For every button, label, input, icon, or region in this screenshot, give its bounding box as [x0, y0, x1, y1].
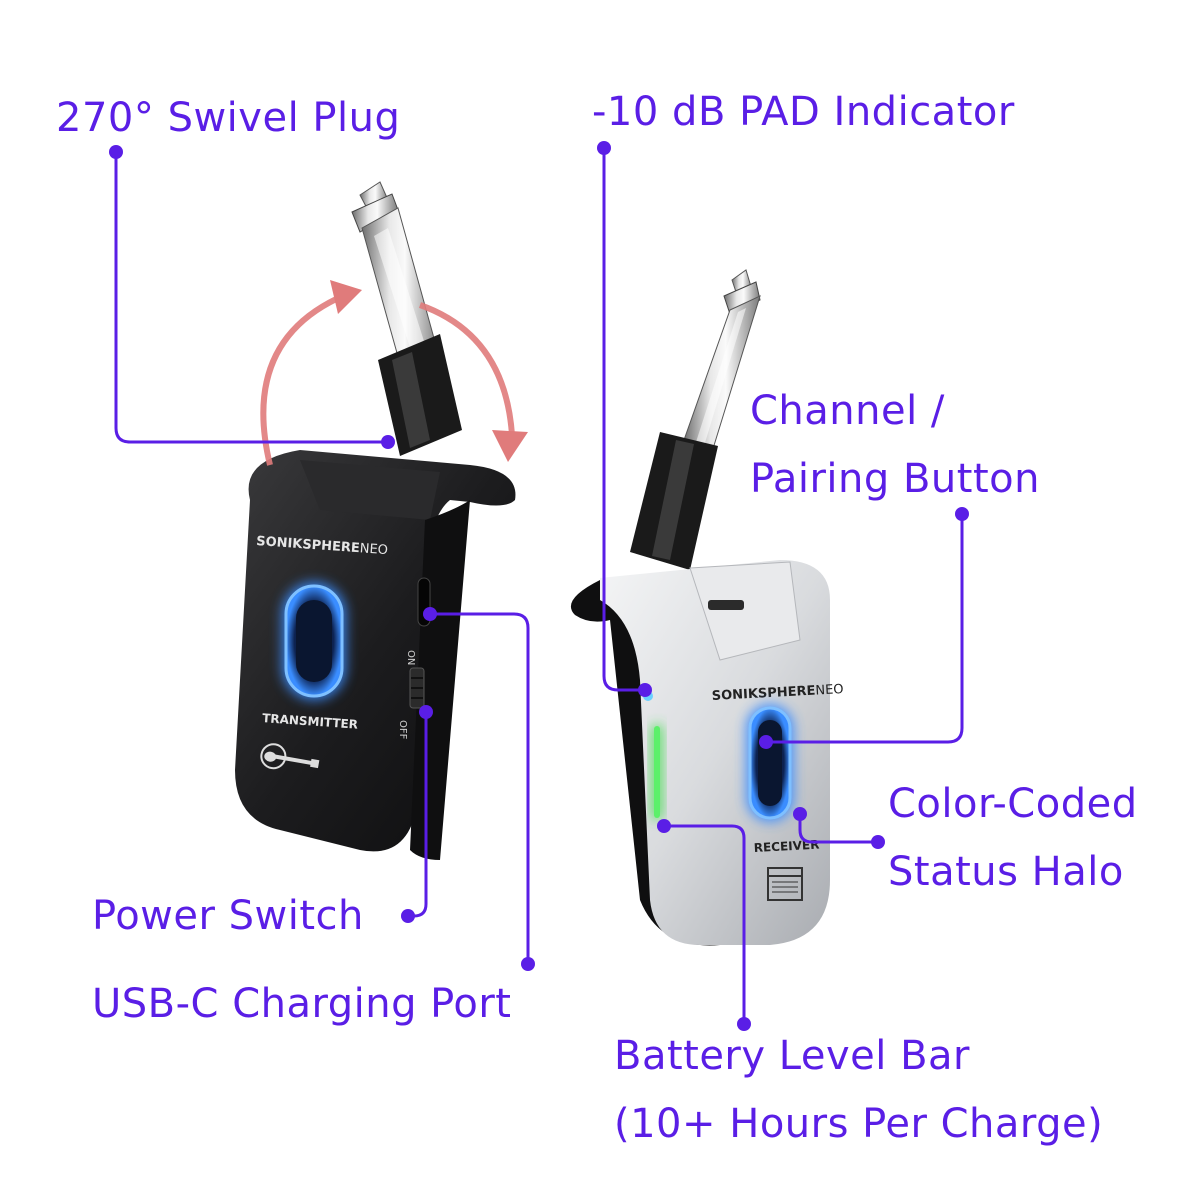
switch-off-label: OFF	[397, 720, 408, 740]
callout-usbc-port: USB-C Charging Port	[92, 970, 511, 1038]
leader-channel	[764, 512, 964, 744]
amplifier-icon	[767, 867, 803, 901]
transmitter-status-halo[interactable]	[282, 582, 346, 700]
transmitter-body	[235, 450, 516, 852]
leader-halo	[798, 812, 880, 844]
callout-power-switch: Power Switch	[92, 882, 364, 950]
leader-battery	[662, 824, 746, 1026]
receiver-brand-bold: SONIKSPHERE	[711, 684, 815, 704]
callout-status-halo-line2: Status Halo	[888, 849, 1124, 895]
transmitter-model-label: TRANSMITTER	[262, 711, 359, 732]
receiver-plug	[630, 269, 761, 570]
receiver-pairing-button[interactable]	[746, 704, 794, 822]
leader-dots	[109, 141, 969, 1031]
rotation-arrow-icon	[260, 280, 528, 466]
callout-status-halo-line1: Color-Coded	[888, 781, 1138, 827]
transmitter-brand-bold: SONIKSPHERE	[256, 534, 361, 556]
callout-pad-indicator-text: -10 dB PAD Indicator	[592, 89, 1015, 135]
callout-pad-indicator: -10 dB PAD Indicator	[592, 78, 1015, 146]
callout-swivel-plug-text: 270° Swivel Plug	[56, 95, 401, 141]
callout-channel-button-line1: Channel /	[750, 388, 945, 434]
guitar-icon	[260, 743, 320, 770]
callout-battery-bar-line2: (10+ Hours Per Charge)	[614, 1101, 1104, 1147]
transmitter-brand-light: NEO	[359, 541, 388, 558]
leader-usbc	[428, 612, 530, 966]
receiver-brand-light: NEO	[815, 682, 844, 698]
leader-swivel	[114, 150, 390, 444]
callout-battery-bar: Battery Level Bar (10+ Hours Per Charge)	[614, 1022, 1103, 1158]
transmitter-plug	[351, 181, 462, 456]
transmitter-device: ON OFF SONIKSPHERENEO TRANSMITTER	[235, 181, 516, 860]
switch-on-label: ON	[405, 650, 416, 665]
callout-power-switch-text: Power Switch	[92, 893, 364, 939]
receiver-model-label: RECEIVER	[753, 838, 819, 855]
svg-text:SONIKSPHERENEO: SONIKSPHERENEO	[256, 534, 389, 558]
callout-swivel-plug: 270° Swivel Plug	[56, 84, 400, 152]
callout-usbc-port-text: USB-C Charging Port	[92, 981, 512, 1027]
leader-lines	[114, 146, 964, 1026]
receiver-battery-bar	[652, 724, 662, 820]
leader-pad	[602, 146, 647, 692]
callout-channel-button-line2: Pairing Button	[750, 456, 1040, 502]
callout-battery-bar-line1: Battery Level Bar	[614, 1033, 970, 1079]
receiver-body	[600, 560, 830, 945]
receiver-device: SONIKSPHERENEO RECEIVER	[570, 269, 844, 946]
svg-text:SONIKSPHERENEO: SONIKSPHERENEO	[711, 682, 844, 704]
callout-channel-button: Channel / Pairing Button	[750, 377, 1040, 513]
callout-status-halo: Color-Coded Status Halo	[888, 770, 1138, 906]
